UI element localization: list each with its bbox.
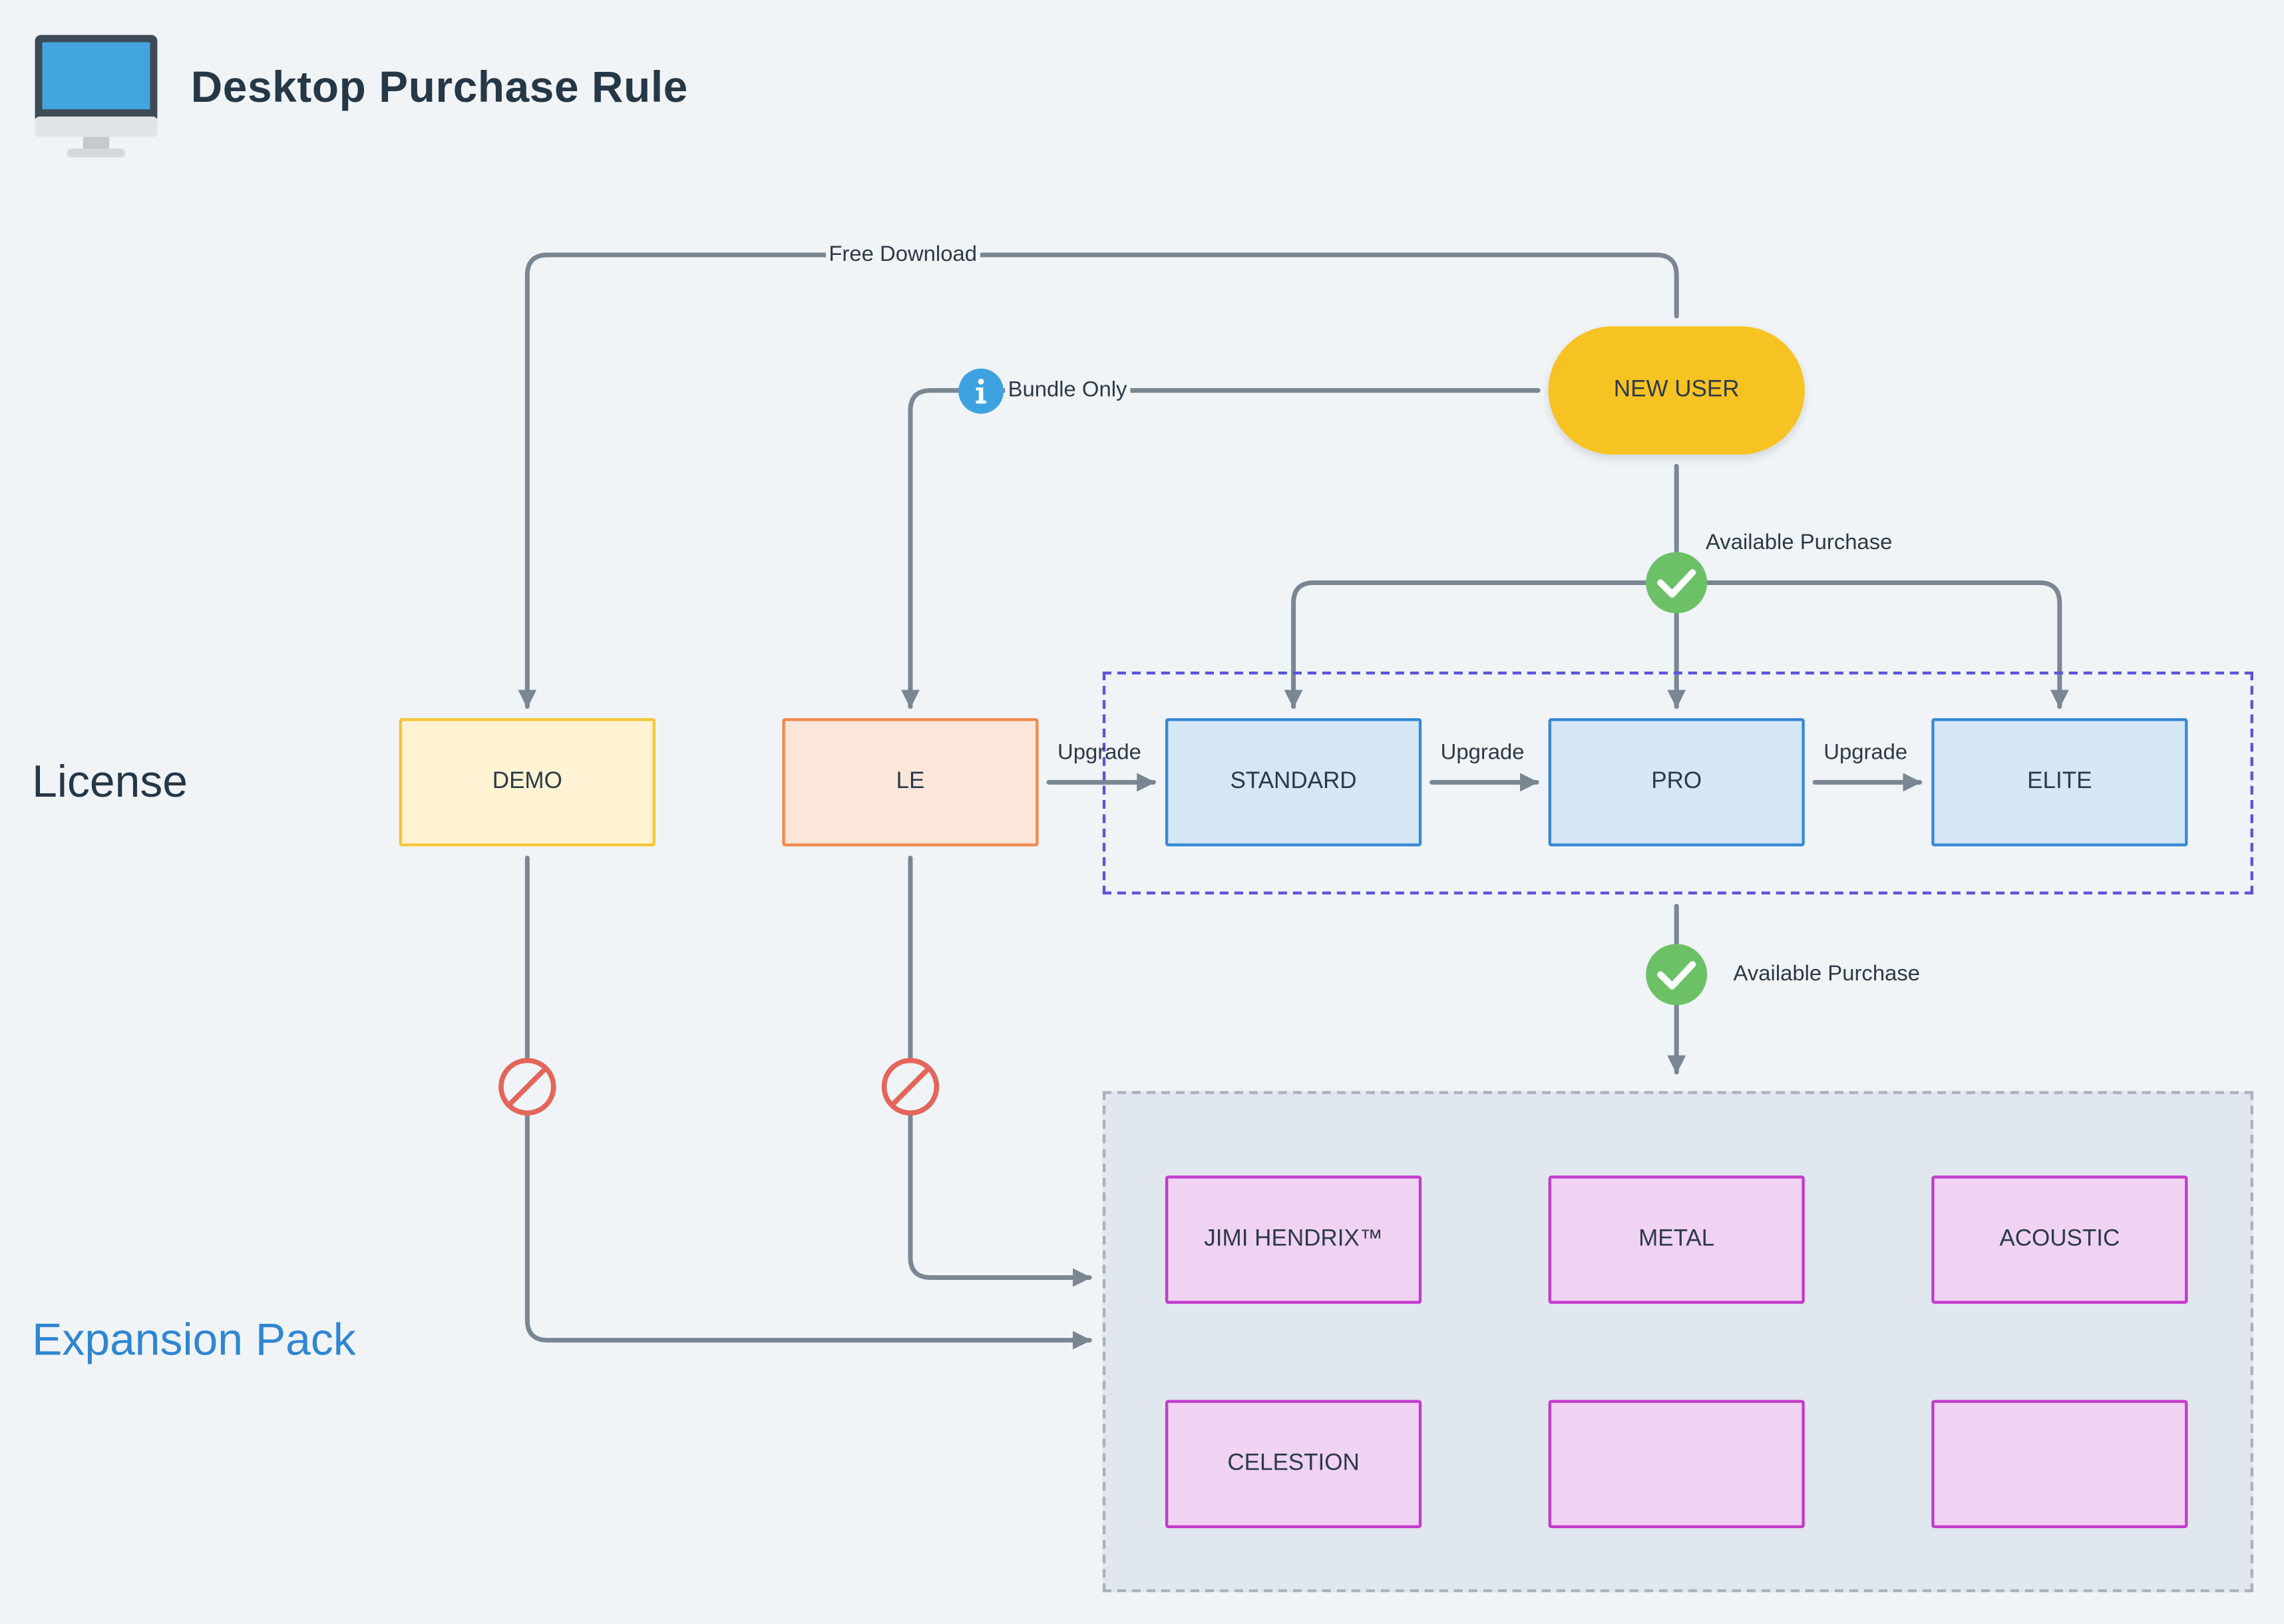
- license-elite: ELITE: [1931, 718, 2188, 847]
- edge-free-download: [518, 252, 1679, 710]
- edge-new-user-standard: [1284, 580, 1679, 710]
- label-upgrade: Upgrade: [1057, 739, 1141, 765]
- license-pro: PRO: [1548, 718, 1805, 847]
- license-standard: STANDARD: [1165, 718, 1422, 847]
- check-circle-icon: [1646, 552, 1708, 614]
- edge-new-user-elite: [1674, 580, 2069, 710]
- info-icon: [958, 368, 1004, 414]
- edge-bundle-only: [900, 388, 1541, 710]
- label-bundle-only: Bundle Only: [1005, 377, 1130, 404]
- pack-box: [1931, 1400, 2188, 1528]
- new-user-node: NEW USER: [1548, 326, 1805, 455]
- prohibited-icon: [881, 1058, 940, 1116]
- label-free-download: Free Download: [825, 242, 980, 268]
- license-le: LE: [782, 718, 1039, 847]
- page-title: Desktop Purchase Rule: [190, 64, 688, 112]
- section-label-expansion-pack: Expansion Pack: [32, 1314, 356, 1365]
- pack-box: CELESTION: [1165, 1400, 1422, 1528]
- pack-box: METAL: [1548, 1175, 1805, 1304]
- edge-demo-to-packs: [524, 855, 1092, 1350]
- prohibited-icon: [498, 1058, 556, 1116]
- license-demo: DEMO: [399, 718, 656, 847]
- pack-box: [1548, 1400, 1805, 1528]
- pack-box: ACOUSTIC: [1931, 1175, 2188, 1304]
- check-circle-icon: [1646, 944, 1708, 1006]
- label-upgrade: Upgrade: [1823, 739, 1908, 765]
- section-label-license: License: [32, 755, 188, 807]
- edge-le-to-packs: [908, 855, 1092, 1287]
- label-available-purchase: Available Purchase: [1733, 961, 1921, 986]
- pack-box: JIMI HENDRIX™: [1165, 1175, 1422, 1304]
- paid-license-group: [1102, 671, 2253, 895]
- label-available-purchase: Available Purchase: [1705, 530, 1893, 555]
- monitor-icon: [35, 35, 158, 158]
- label-upgrade: Upgrade: [1440, 739, 1525, 765]
